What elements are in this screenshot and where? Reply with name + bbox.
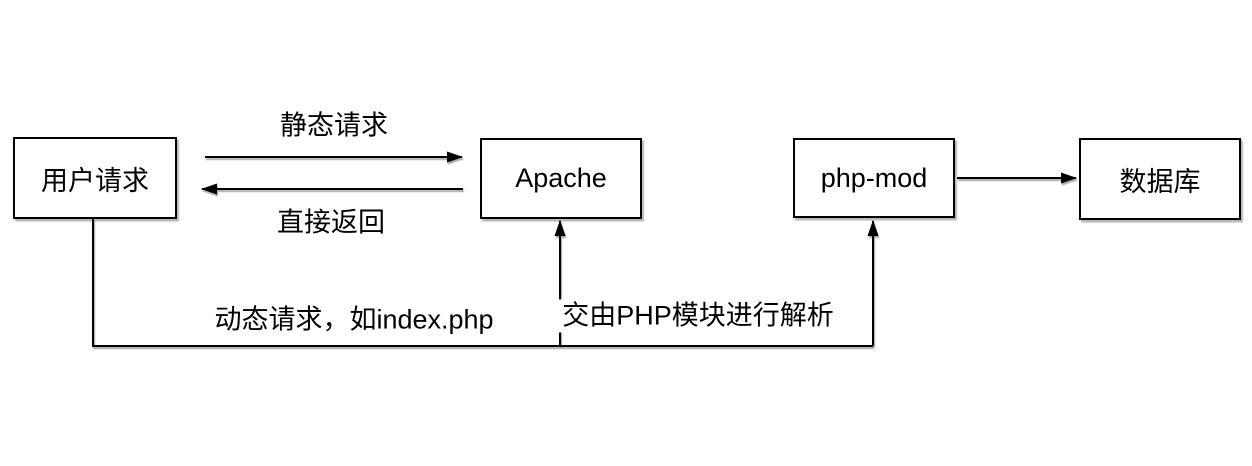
node-database-label: 数据库 xyxy=(1119,166,1201,197)
node-apache: Apache xyxy=(480,138,642,219)
edge-label-php-parse: 交由PHP模块进行解析 xyxy=(558,299,838,333)
node-database: 数据库 xyxy=(1079,138,1241,220)
edge-label-dynamic-request: 动态请求，如index.php xyxy=(210,303,498,337)
edge-label-direct-return: 直接返回 xyxy=(273,206,389,240)
node-php-mod-label: php-mod xyxy=(820,162,928,193)
node-apache-label: Apache xyxy=(515,163,607,193)
node-user-request: 用户请求 xyxy=(13,137,177,219)
node-user-request-label: 用户请求 xyxy=(41,165,149,196)
node-php-mod: php-mod xyxy=(793,138,955,218)
connector-dynamic-request-trunk xyxy=(92,219,873,347)
edge-label-static-request: 静态请求 xyxy=(276,109,392,143)
